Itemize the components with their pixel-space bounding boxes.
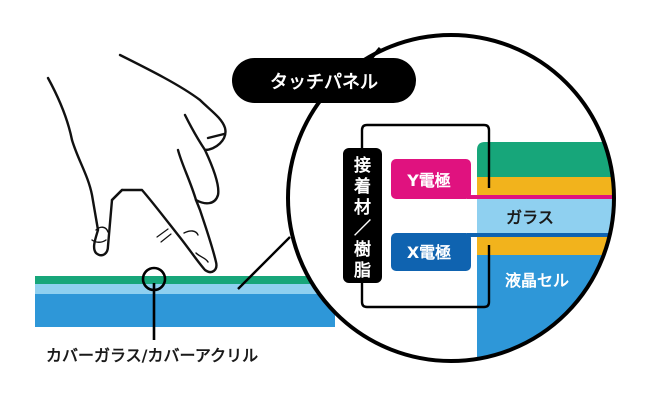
adhesive-char-0: 接 [354,155,371,176]
y-electrode-label: Y電極 [391,159,471,199]
overview-lcd-layer [35,294,335,327]
touch-panel-title: タッチパネル [270,72,378,93]
lcd-cell-label: 液晶セル [505,271,569,290]
overview-cover-layer [35,276,335,284]
magnifier-marker [141,266,167,340]
circle-to-strip-connector [237,236,291,290]
zoomed-adhesive-top-layer [477,177,614,195]
adhesive-char-1: 着 [353,176,371,197]
zoomed-cover-layer [477,142,614,177]
overview-layer-strip [35,276,335,327]
adhesive-label: 接 着 材 ／ 樹 脂 [343,148,382,283]
zoomed-adhesive-bottom-layer [477,237,614,255]
zoomed-y-electrode-line [467,195,614,199]
hand-icon [46,53,227,274]
adhesive-char-3: ／ [354,218,371,239]
cover-label: カバーガラス/カバーアクリル [46,346,258,365]
x-electrode-label: X電極 [391,233,471,271]
overview-glass-layer [35,284,335,294]
x-electrode-text: X電極 [407,243,451,262]
zoomed-glass-layer [477,199,614,233]
y-electrode-text: Y電極 [406,171,451,190]
adhesive-char-5: 脂 [354,261,371,281]
glass-label: ガラス [506,208,554,227]
touch-panel-title-pill: タッチパネル [232,58,416,103]
adhesive-char-2: 材 [354,197,371,218]
zoomed-x-electrode-line [467,233,614,237]
adhesive-char-4: 樹 [354,239,371,260]
